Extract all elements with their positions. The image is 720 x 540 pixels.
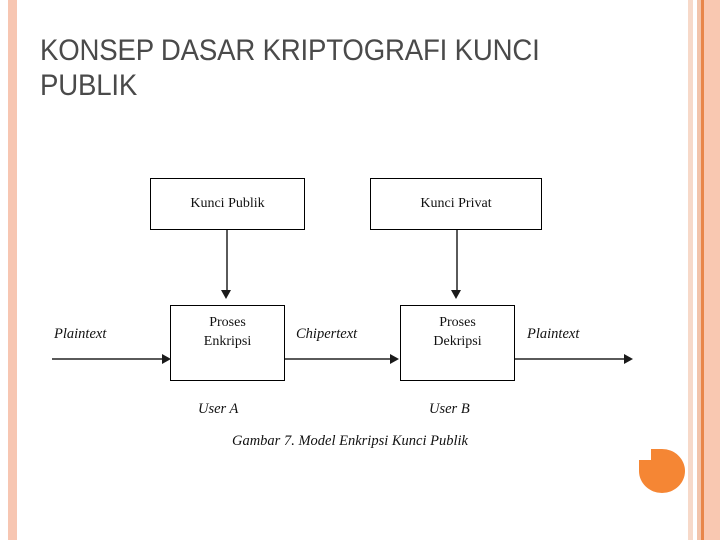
arrow-plaintext-out-head xyxy=(624,353,633,364)
box-proses-dekripsi: Proses Dekripsi xyxy=(400,305,515,381)
box-proses-enkripsi: Proses Enkripsi xyxy=(170,305,285,381)
arrow-plaintext-in-line xyxy=(52,358,164,360)
box-kunci-publik-label: Kunci Publik xyxy=(190,195,265,211)
box-proses-enkripsi-label: Proses Enkripsi xyxy=(203,315,252,349)
diagram-caption: Gambar 7. Model Enkripsi Kunci Publik xyxy=(231,433,468,449)
box-kunci-privat-label: Kunci Privat xyxy=(420,195,492,211)
arrow-privat-to-dekripsi-line xyxy=(456,230,458,292)
box-proses-dekripsi-label: Proses Dekripsi xyxy=(433,315,482,349)
label-plaintext-in: Plaintext xyxy=(54,326,107,342)
label-user-a: User A xyxy=(198,401,239,417)
arrow-publik-to-enkripsi-line xyxy=(226,230,228,292)
arrow-publik-to-enkripsi-head xyxy=(221,290,231,299)
label-user-b: User B xyxy=(429,401,470,417)
right-edge-stripe-4 xyxy=(704,0,720,540)
right-edge-stripe-1 xyxy=(688,0,693,540)
left-edge-stripe xyxy=(8,0,17,540)
right-edge-stripe-3 xyxy=(701,0,704,540)
arrow-plaintext-out-line xyxy=(515,358,627,360)
label-plaintext-out: Plaintext xyxy=(527,326,580,342)
label-chipertext: Chipertext xyxy=(296,326,358,342)
box-kunci-privat: Kunci Privat xyxy=(370,178,542,230)
arrow-privat-to-dekripsi-head xyxy=(451,290,461,299)
arrow-chipertext-line xyxy=(285,358,390,360)
box-kunci-publik: Kunci Publik xyxy=(150,178,305,230)
orange-accent-shape xyxy=(639,449,685,493)
arrow-chipertext-head xyxy=(390,353,399,364)
arrow-plaintext-in-head xyxy=(162,353,171,364)
right-edge-stripe-2 xyxy=(697,0,701,540)
slide-title: KONSEP DASAR KRIPTOGRAFI KUNCI PUBLIK xyxy=(40,34,548,103)
